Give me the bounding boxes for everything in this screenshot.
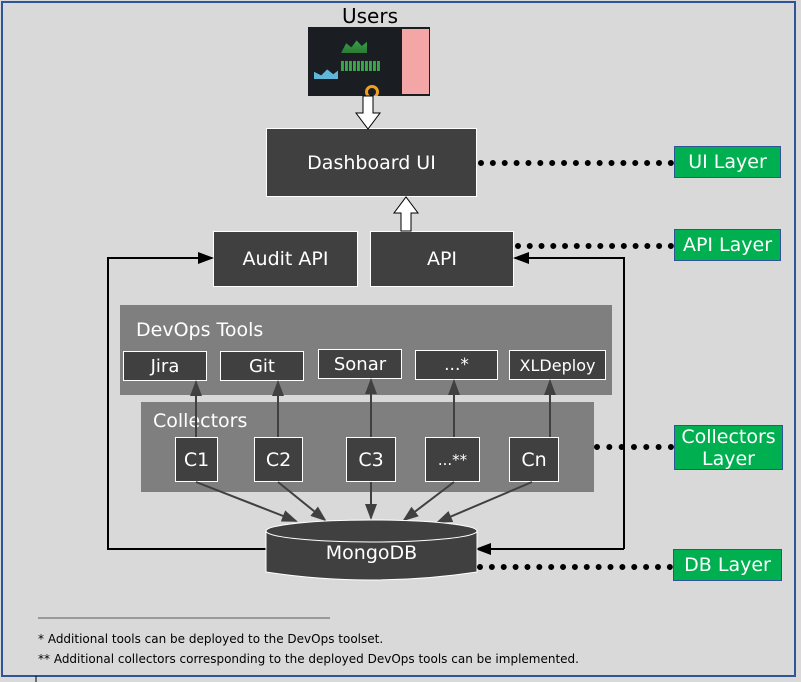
collector-label: C2 <box>265 448 292 471</box>
audit-api-node: Audit API <box>213 231 358 287</box>
mongodb-to-api-line <box>513 252 625 549</box>
ui-layer-label: UI Layer <box>688 151 767 173</box>
collector-label: ...** <box>437 450 468 469</box>
collector-cn: Cn <box>509 437 559 482</box>
api-layer-label: API Layer <box>682 234 773 256</box>
collector-label: C1 <box>183 448 210 471</box>
collectors-layer-label: Collectors Layer <box>681 425 776 470</box>
tool-git: Git <box>220 351 304 381</box>
collectors-layer-connector <box>594 444 674 450</box>
tool-label: Git <box>248 355 275 377</box>
collector-c1: C1 <box>175 437 218 482</box>
api-node: API <box>370 231 514 287</box>
api-to-dashboard-arrow <box>393 196 419 232</box>
tool-label: Jira <box>150 355 180 377</box>
db-layer-label: DB Layer <box>684 554 771 576</box>
db-layer-connector <box>477 564 673 570</box>
footnote-1: * Additional tools can be deployed to th… <box>38 632 384 646</box>
collector-c3: C3 <box>346 437 396 482</box>
collector-label: Cn <box>521 448 547 471</box>
mongodb-to-audit-api-line <box>107 252 266 550</box>
api-layer-badge: API Layer <box>674 229 781 261</box>
tool-xldeploy: XLDeploy <box>509 350 606 380</box>
mongodb-cylinder <box>265 519 478 581</box>
dashboard-ui-node: Dashboard UI <box>266 128 477 197</box>
api-label: API <box>426 248 458 270</box>
collectors-title: Collectors <box>153 410 248 432</box>
ui-layer-connector <box>478 160 674 166</box>
db-layer-badge: DB Layer <box>673 549 782 581</box>
tool-label: ...* <box>444 355 469 375</box>
users-to-dashboard-arrow <box>355 95 381 130</box>
api-layer-connector <box>515 243 674 249</box>
collector-more: ...** <box>425 437 480 482</box>
tool-label: Sonar <box>333 353 387 375</box>
users-label: Users <box>341 4 398 28</box>
dashboard-screenshot-thumbnail <box>308 27 430 96</box>
tool-jira: Jira <box>123 351 207 381</box>
ui-layer-badge: UI Layer <box>674 146 781 178</box>
collector-label: C3 <box>358 448 384 471</box>
footnote-2: ** Additional collectors corresponding t… <box>38 652 579 666</box>
collector-c2: C2 <box>254 437 303 482</box>
audit-api-label: Audit API <box>242 248 329 270</box>
dashboard-ui-label: Dashboard UI <box>307 151 436 174</box>
tool-label: XLDeploy <box>519 355 596 375</box>
mongodb-label: MongoDB <box>325 542 418 564</box>
tool-sonar: Sonar <box>318 349 402 379</box>
collectors-layer-badge: Collectors Layer <box>674 425 783 470</box>
devops-tools-title: DevOps Tools <box>136 319 264 341</box>
